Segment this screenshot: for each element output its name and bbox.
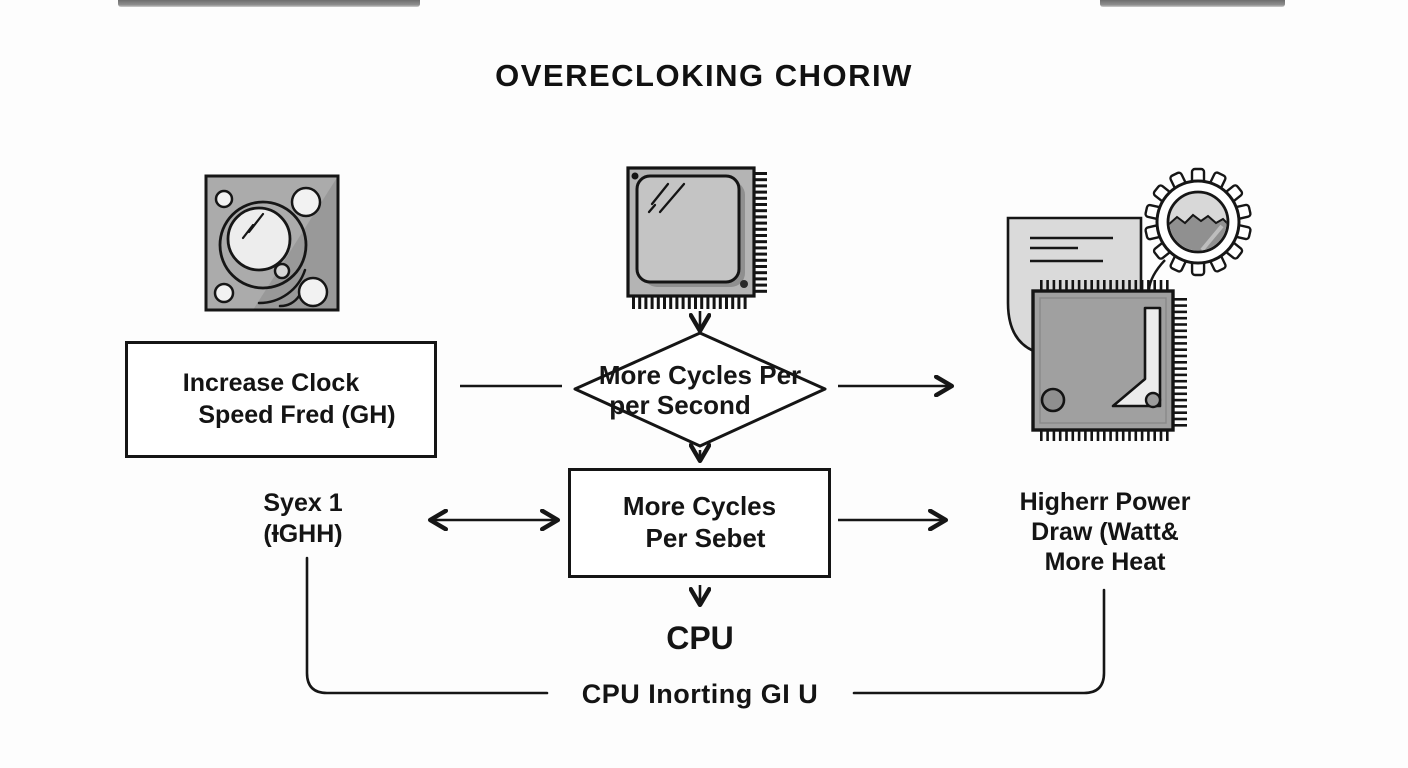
right-icon-cluster [1006,167,1252,441]
gear-gauge-graphic [1169,213,1227,251]
more-cycles-line1: More Cycles [622,491,777,522]
diamond-line1: More Cycles Per [598,360,802,390]
gear-to-chip-curve [1147,259,1166,291]
processor-chip-icon [1031,280,1187,441]
syex-line1: Syex 1 [263,489,343,517]
higher-power-line1: Higherr Power [1019,488,1191,516]
bottom-bracket-label: CPU Inorting GI U [581,679,819,709]
cpu-chip-icon [626,166,767,309]
top-artifact-bar-left [118,0,420,7]
syex-label: Syex 1 (ƗGHH) [223,488,383,550]
page-title: OVERECLOKING CHORIW [495,58,913,93]
higher-power-line3: More Heat [1044,548,1166,576]
syex-line2: (ƗGHH) [263,520,343,548]
more-cycles-line2: Per Sebet [645,523,766,553]
bracket-left [305,556,549,695]
more-cycles-box: More Cycles Per Sebet [568,468,831,578]
gear-icon [1144,167,1252,277]
diamond-line2: per Second [609,389,751,420]
increase-clock-line1: Increase Clock [182,369,360,398]
top-artifact-bar-right [1100,0,1285,7]
chip-pins-bottom [632,296,747,309]
cpu-label: CPU [666,620,734,656]
diamond-label: More Cycles Per per Second [560,360,840,421]
chip-pins-right [754,172,767,293]
fan-icon [204,174,340,312]
increase-clock-box: Increase Clock Speed Fred (GH) [125,341,437,458]
higher-power-line2: Draw (Watt& [1031,518,1179,546]
diamond-shape [573,331,827,448]
higher-power-label: Higherr Power Draw (Watt& More Heat [985,487,1225,577]
bracket-right [852,588,1106,695]
increase-clock-line2: Speed Fred (GH) [198,400,396,429]
